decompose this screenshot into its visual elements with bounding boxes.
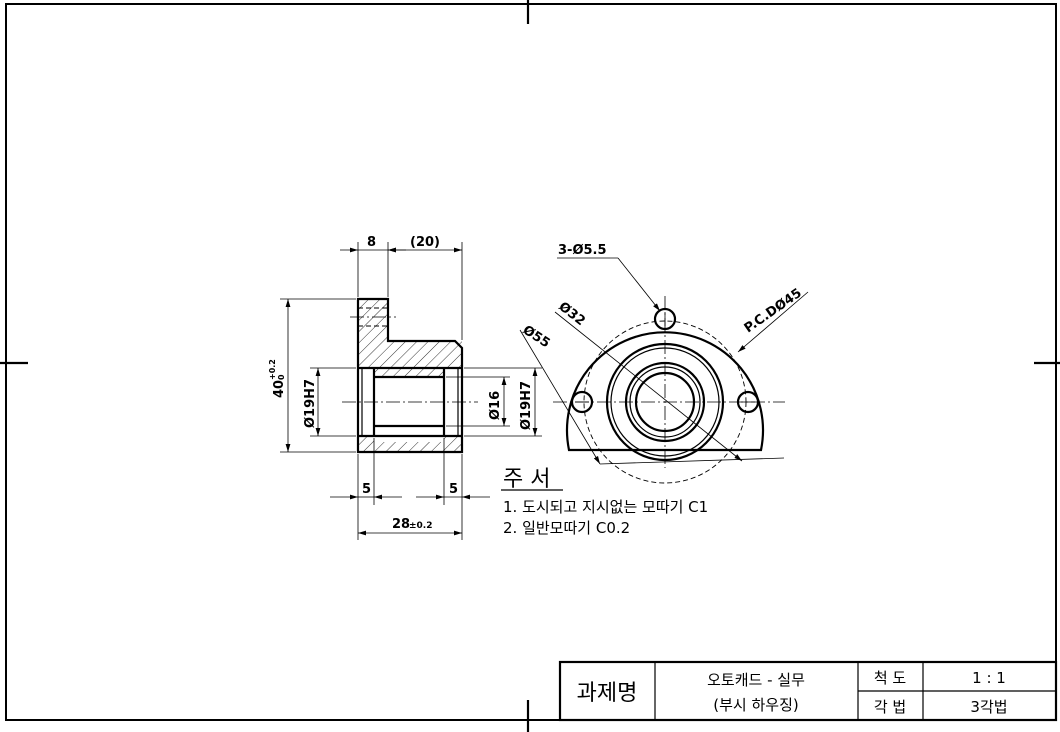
dim-text-5-left: 5 — [362, 482, 371, 497]
dim-text-d32: Ø32 — [556, 299, 588, 329]
notes-title: 주 서 — [503, 467, 550, 492]
title-scale-value: 1 : 1 — [972, 669, 1006, 687]
title-project-line2: (부시 하우징) — [713, 696, 798, 714]
dim-text-pcd: P.C.DØ45 — [742, 286, 805, 336]
dim-text-40: 40 — [272, 380, 287, 398]
notes-line-1: 1. 도시되고 지시없는 모따기 C1 — [503, 498, 708, 516]
part-outline — [356, 297, 464, 454]
dim-text-20: (20) — [410, 235, 440, 250]
dim-text-bore-right: Ø19H7 — [519, 381, 534, 430]
title-project-label: 과제명 — [577, 681, 638, 706]
dim-text-28-tol: ±0.2 — [409, 521, 432, 531]
dim-text-40-tol-lower: 0 — [277, 374, 286, 380]
dim-text-8: 8 — [367, 235, 376, 250]
dim-text-5-right: 5 — [449, 482, 458, 497]
title-projection-label: 각 법 — [874, 698, 906, 716]
notes-block: 주 서 1. 도시되고 지시없는 모따기 C1 2. 일반모따기 C0.2 — [501, 467, 708, 537]
notes-line-2: 2. 일반모따기 C0.2 — [503, 519, 630, 537]
dim-text-d55: Ø55 — [520, 323, 553, 351]
title-project-line1: 오토캐드 - 실무 — [707, 671, 805, 689]
dim-text-bore-left: Ø19H7 — [303, 379, 318, 428]
side-section-view: 8 (20) 40 +0.2 0 Ø19H7 Ø16 Ø19H — [268, 235, 542, 540]
leader-pcd — [737, 291, 809, 353]
dim-line-d55 — [519, 329, 601, 465]
section-hatch-upper — [358, 299, 462, 377]
section-hatch-lower — [358, 436, 462, 452]
title-scale-label: 척 도 — [874, 669, 907, 687]
sheet-border — [5, 3, 1057, 721]
dim-text-28: 28 — [392, 517, 410, 532]
title-projection-value: 3각법 — [970, 698, 1007, 716]
front-view: 3-Ø5.5 Ø32 Ø55 P.C.DØ45 — [519, 243, 809, 484]
dim-text-bore-mid: Ø16 — [488, 391, 503, 420]
dim-text-holes: 3-Ø5.5 — [558, 243, 607, 258]
title-block: 과제명 오토캐드 - 실무 (부시 하우징) 척 도 1 : 1 각 법 3각법 — [558, 660, 1058, 722]
dim-text-40-tol-upper: +0.2 — [268, 359, 277, 380]
dim-line-d32 — [554, 311, 743, 462]
